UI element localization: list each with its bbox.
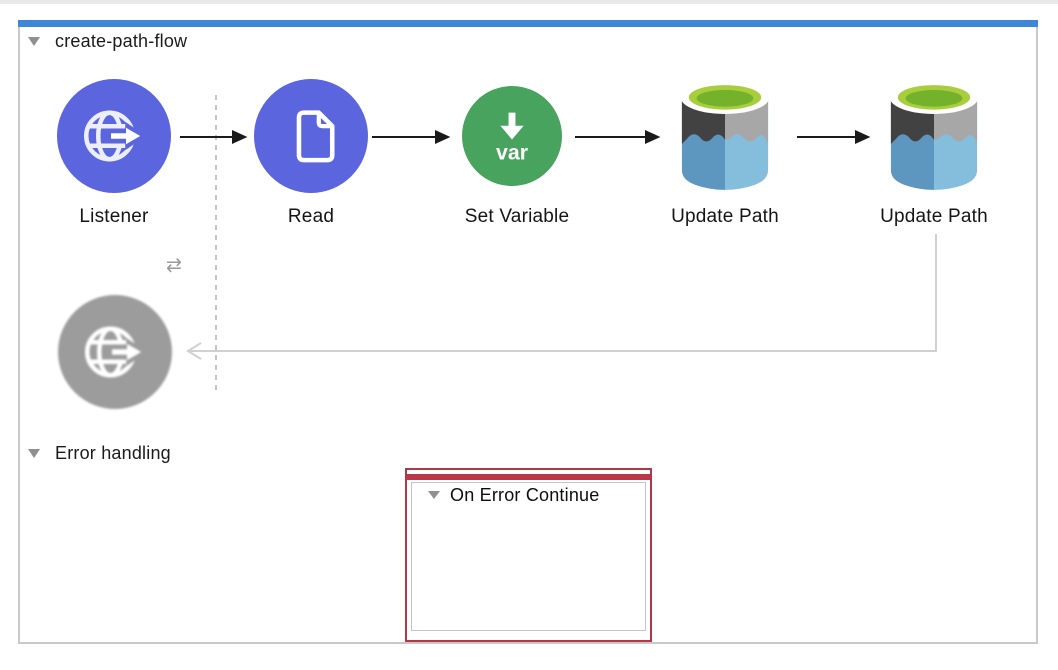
var-icon-text: var [496,140,528,164]
node-http-response-ghost [58,295,172,409]
on-error-scope-label: On Error Continue [450,485,600,505]
exchange-arrows-icon: ⇄ [166,254,182,276]
flow-title[interactable]: create-path-flow [55,31,188,51]
on-error-scope-body: On Error Continue [411,482,646,631]
database-cylinder-icon [889,81,979,190]
globe-arrow-icon [85,326,148,378]
listener-circle [57,79,171,193]
ghost-response-circle [58,295,172,409]
on-error-continue-scope[interactable]: On Error Continue [405,468,652,642]
read-circle [254,79,368,193]
node-label-update-path-1: Update Path [671,206,779,227]
node-set-variable[interactable]: var [462,86,562,186]
globe-arrow-icon [84,110,147,162]
node-label-listener: Listener [79,206,149,227]
node-label-read: Read [287,206,335,227]
on-error-scope-header-strip [407,474,650,480]
var-down-arrow-icon: var [496,112,528,164]
node-listener[interactable]: ⇄ [57,79,190,281]
error-handling-collapse-toggle-icon[interactable] [28,449,40,458]
node-read[interactable] [254,79,368,193]
on-error-collapse-toggle-icon[interactable] [428,491,440,499]
flow-selection-bar [18,20,1038,27]
database-cylinder-icon [680,81,770,190]
node-label-update-path-2: Update Path [880,206,988,227]
set-variable-circle: var [462,86,562,186]
node-update-path-2[interactable] [887,78,981,194]
document-icon [296,110,335,163]
listener-source-badge: ⇄ [158,249,190,281]
error-handling-section-label: Error handling [55,443,171,463]
canvas-top-strip [0,0,1058,4]
node-label-set-variable: Set Variable [464,206,570,227]
flow-collapse-toggle-icon[interactable] [28,37,40,46]
node-update-path-1[interactable] [678,78,772,194]
